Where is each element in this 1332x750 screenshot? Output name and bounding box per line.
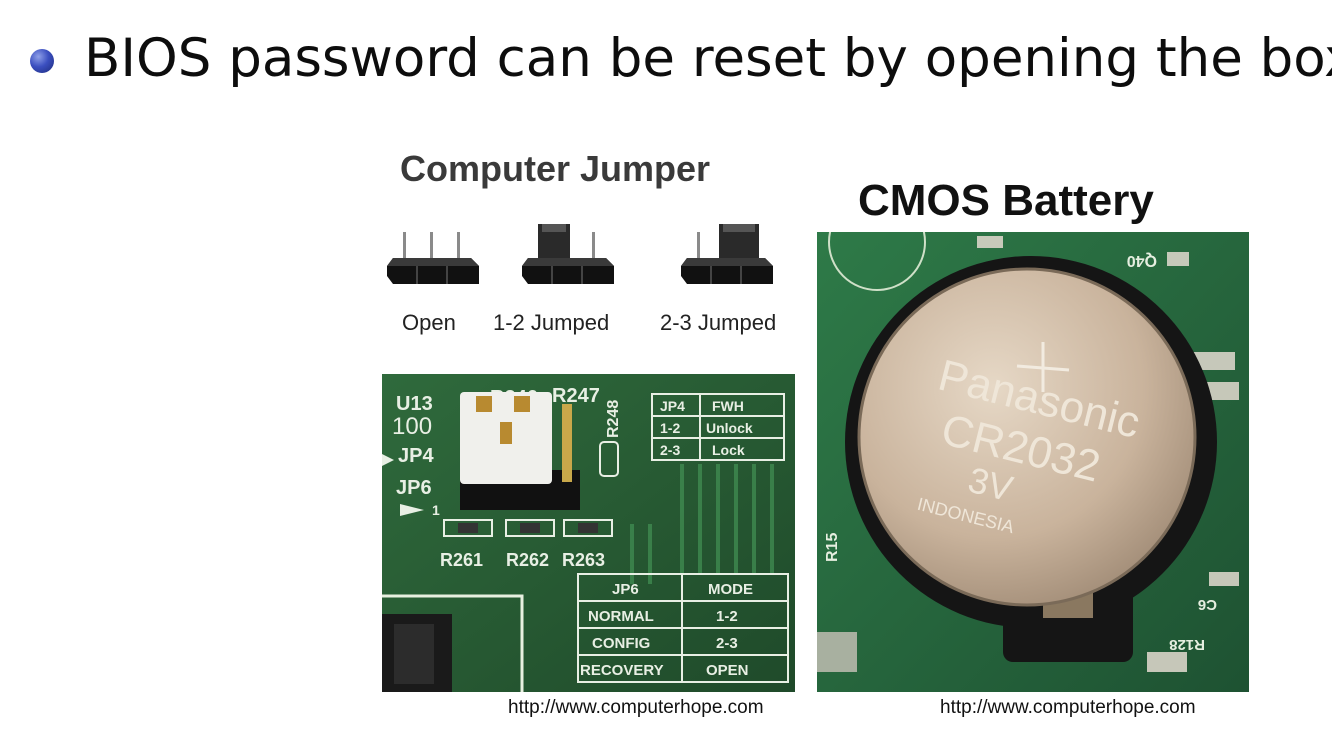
jumper-diagram <box>387 224 773 284</box>
label-r128: R128 <box>1169 636 1205 653</box>
jumper-label-open: Open <box>402 310 456 335</box>
svg-text:JP6: JP6 <box>612 581 639 598</box>
svg-text:1-2: 1-2 <box>716 608 738 625</box>
svg-text:RECOVERY: RECOVERY <box>580 662 664 679</box>
svg-text:CONFIG: CONFIG <box>592 635 650 652</box>
label-jp6: JP6 <box>396 477 432 499</box>
cmos-figure-title: CMOS Battery <box>858 176 1154 225</box>
jumper-figure-title: Computer Jumper <box>400 148 711 189</box>
label-u13: U13 <box>396 393 433 415</box>
cmos-battery-photo: Q40 R15 C6 R128 Panasonic CR2032 3V INDO… <box>817 232 1249 692</box>
svg-text:JP4: JP4 <box>660 398 685 414</box>
svg-text:FWH: FWH <box>712 398 744 414</box>
jumper-open-icon <box>387 232 479 284</box>
label-c6: C6 <box>1198 596 1217 613</box>
jumper-image-credit: http://www.computerhope.com <box>508 697 764 718</box>
jumper-2-3-icon <box>681 224 773 284</box>
svg-text:2-3: 2-3 <box>716 635 738 652</box>
jumper-labels: Open 1-2 Jumped 2-3 Jumped <box>385 310 805 340</box>
label-r263: R263 <box>562 550 605 570</box>
svg-text:OPEN: OPEN <box>706 662 749 679</box>
svg-text:MODE: MODE <box>708 581 753 598</box>
label-r247: R247 <box>552 385 600 407</box>
jumper-label-2-3: 2-3 Jumped <box>660 310 777 335</box>
jp6-table: JP6 MODE NORMAL 1-2 CONFIG 2-3 RECOVERY … <box>577 573 789 683</box>
label-pin1: 1 <box>432 502 440 518</box>
label-r15: R15 <box>824 533 841 562</box>
cmos-image-credit: http://www.computerhope.com <box>940 697 1196 718</box>
svg-text:Lock: Lock <box>712 442 745 458</box>
jp4-table: JP4 FWH 1-2 Unlock 2-3 Lock <box>651 393 785 461</box>
label-r262: R262 <box>506 550 549 570</box>
label-r261: R261 <box>440 550 483 570</box>
bullet-text: BIOS password can be reset by opening th… <box>84 27 1332 89</box>
label-q40: Q40 <box>1127 252 1157 269</box>
bullet-item: BIOS password can be reset by opening th… <box>30 18 1332 98</box>
jumper-1-2-icon <box>522 224 614 284</box>
label-u13-sub: 100 <box>392 413 432 440</box>
label-r248: R248 <box>605 400 622 438</box>
svg-text:NORMAL: NORMAL <box>588 608 654 625</box>
svg-text:Unlock: Unlock <box>706 420 753 436</box>
jumper-board-photo: U13 100 R246 R247 R248 JP4 JP6 1 R261 R2… <box>382 374 795 692</box>
label-jp4: JP4 <box>398 445 434 467</box>
svg-text:1-2: 1-2 <box>660 420 680 436</box>
bullet-icon <box>30 49 54 73</box>
svg-text:2-3: 2-3 <box>660 442 680 458</box>
jumper-label-1-2: 1-2 Jumped <box>493 310 610 335</box>
